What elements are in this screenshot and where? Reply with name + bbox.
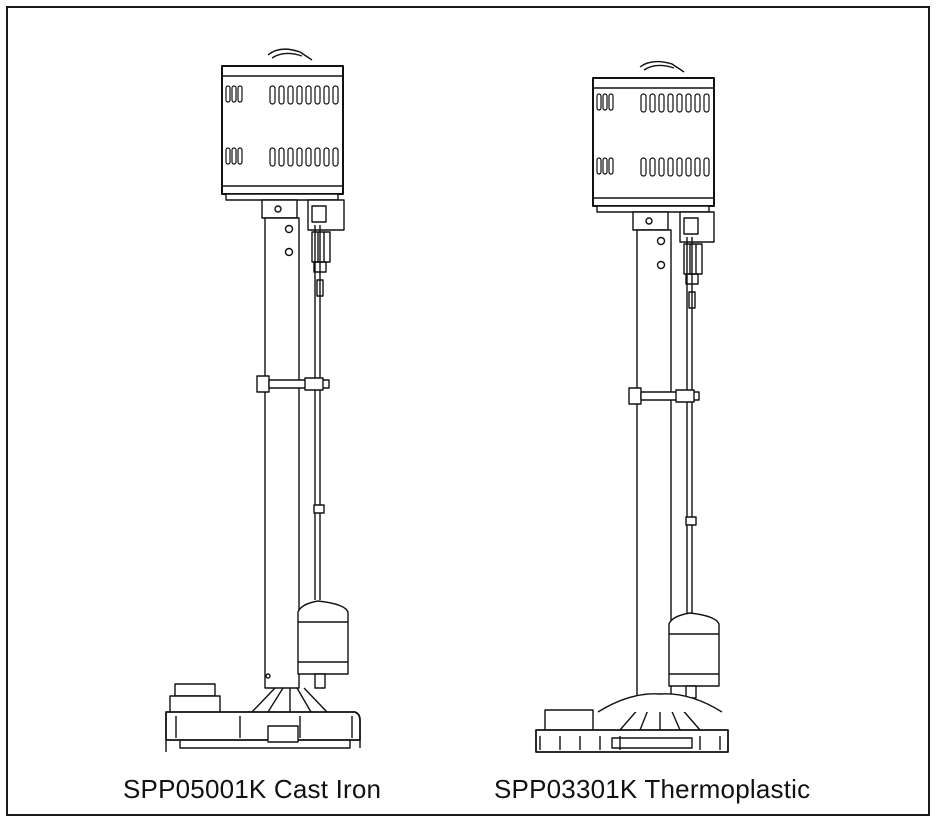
- base-thermoplastic: [535, 693, 729, 753]
- column-left: [256, 217, 330, 689]
- base-cast-iron: [165, 683, 361, 752]
- pump-cast-iron: [165, 48, 361, 752]
- column-right: [628, 229, 700, 701]
- motor-housing-left: [221, 48, 344, 201]
- motor-housing-right: [592, 60, 715, 213]
- switch-assembly-right: [632, 211, 715, 309]
- pump-thermoplastic: [535, 60, 729, 753]
- figure-frame: [6, 6, 930, 816]
- float-left: [297, 600, 349, 689]
- vent-slots-left: [225, 85, 339, 167]
- caption-cast-iron: SPP05001K Cast Iron: [123, 774, 382, 804]
- caption-thermoplastic: SPP03301K Thermoplastic: [494, 774, 811, 804]
- float-right: [668, 612, 720, 699]
- vent-slots-right: [596, 93, 710, 177]
